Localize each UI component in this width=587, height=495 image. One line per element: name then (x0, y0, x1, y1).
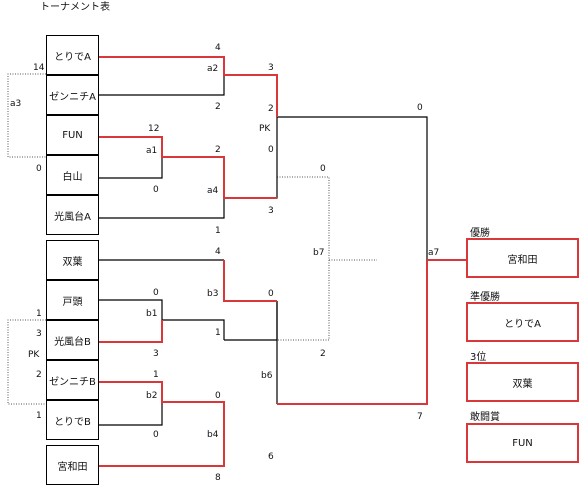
match-b2: b2 (146, 391, 157, 401)
team-fun: FUN (46, 115, 99, 155)
score: 8 (215, 473, 221, 483)
score: 0 (153, 430, 159, 440)
team-zennichiB: ゼンニチB (46, 360, 99, 400)
score: 0 (320, 164, 326, 174)
pk-label-b: PK (28, 350, 40, 360)
award-fighting: FUN (466, 423, 579, 463)
score: 3 (153, 349, 159, 359)
match-b6: b6 (261, 371, 273, 381)
score: 1 (215, 226, 221, 236)
award-runnerup: とりでA (466, 302, 579, 342)
match-b1: b1 (146, 309, 157, 319)
score: 0 (153, 288, 159, 298)
match-a1: a1 (146, 146, 157, 156)
award-third: 双葉 (466, 362, 579, 402)
match-a7: a7 (428, 248, 439, 258)
b7-bracket (277, 176, 377, 341)
score: 0 (268, 289, 274, 299)
score: 0 (153, 185, 159, 195)
score: 1 (36, 411, 42, 421)
team-futaba: 双葉 (46, 240, 99, 280)
award-label-champion: 優勝 (470, 228, 490, 239)
team-miyawada: 宮和田 (46, 445, 99, 485)
score: 3 (268, 63, 274, 73)
match-a2: a2 (207, 64, 218, 74)
score: 7 (417, 412, 423, 422)
score: 2 (320, 349, 326, 359)
score: 4 (215, 43, 221, 53)
score: 0 (36, 164, 42, 174)
team-torideB: とりでB (46, 400, 99, 440)
pk-label-a: PK (259, 124, 271, 134)
match-a4: a4 (207, 186, 219, 196)
match-b3: b3 (207, 289, 218, 299)
team-zennichiA: ゼンニチA (46, 75, 99, 115)
award-label-runnerup: 準優勝 (470, 292, 500, 303)
score: 3 (268, 206, 274, 216)
score: 6 (268, 452, 274, 462)
a3-bracket (7, 73, 46, 158)
score: 1 (36, 309, 42, 319)
match-b7: b7 (313, 248, 324, 258)
score: 0 (417, 103, 423, 113)
team-kofudaiA: 光風台A (46, 195, 99, 235)
team-togashira: 戸頭 (46, 280, 99, 320)
match-a3: a3 (10, 99, 21, 109)
page-title: トーナメント表 (40, 2, 110, 13)
b-pk-bracket (7, 319, 46, 405)
score: 3 (36, 329, 42, 339)
score: 2 (215, 145, 221, 155)
score: 2 (268, 104, 274, 114)
losing-lines (99, 75, 428, 426)
score: 2 (36, 370, 42, 380)
match-b4: b4 (207, 430, 219, 440)
score: 0 (268, 145, 274, 155)
score: 2 (215, 102, 221, 112)
score: 12 (148, 124, 159, 134)
score: 1 (215, 328, 221, 338)
score: 14 (33, 63, 45, 73)
award-label-third: 3位 (470, 352, 487, 363)
team-kofudaiB: 光風台B (46, 320, 99, 360)
team-torideA: とりでA (46, 35, 99, 75)
score: 0 (215, 391, 221, 401)
winning-lines (99, 56, 466, 467)
award-champion: 宮和田 (466, 238, 579, 278)
award-label-fighting: 敢闘賞 (470, 412, 500, 423)
team-hakusan: 白山 (46, 155, 99, 195)
score: 1 (153, 370, 159, 380)
score: 4 (215, 247, 221, 257)
